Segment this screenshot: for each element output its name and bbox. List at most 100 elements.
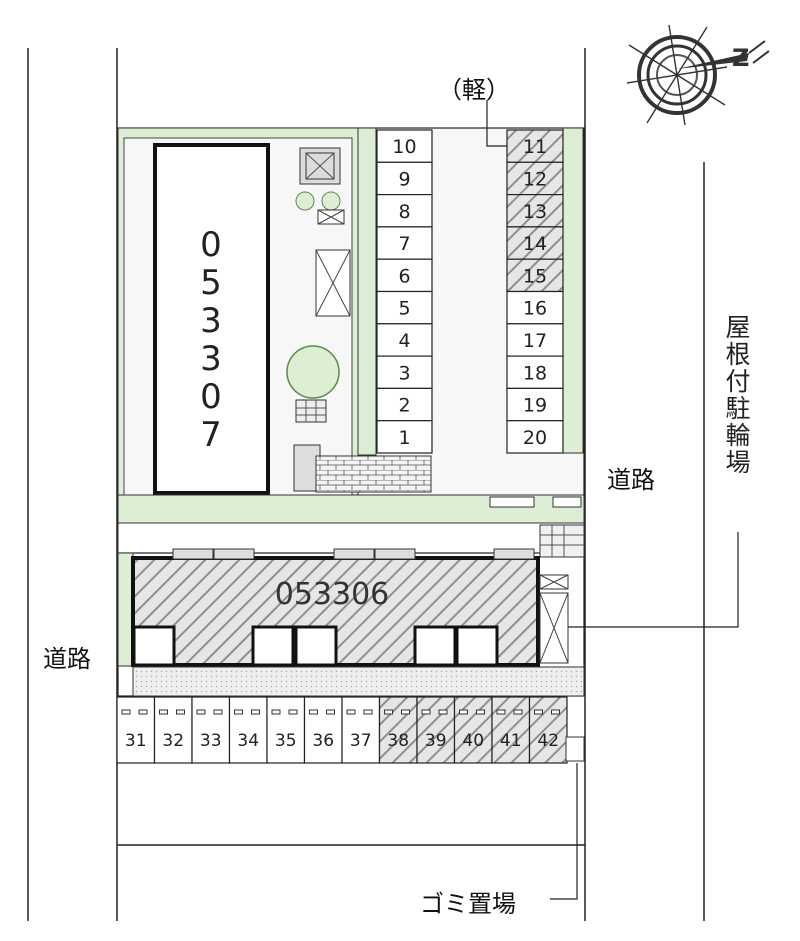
- parking-space-32: [153, 696, 193, 764]
- parking-row-bottom: 31 32 33 34 35 36 37 38 39 40 41 42: [116, 696, 568, 764]
- parking-number-42: 42: [537, 731, 559, 751]
- parking-column-left: 10 9 8 7 6 5 4 3 2 1: [376, 129, 433, 454]
- wheel-stop: [438, 709, 448, 715]
- parking-number-36: 36: [312, 731, 334, 751]
- parking-space-15: [506, 258, 564, 293]
- parking-space-42: [528, 696, 568, 764]
- wheel-stop: [234, 709, 243, 715]
- parking-number-11: 11: [523, 136, 547, 158]
- parking-space-5: [376, 290, 433, 325]
- parking-number-3: 3: [398, 362, 410, 384]
- wheel-stop: [346, 709, 356, 715]
- parking-number-13: 13: [523, 201, 547, 223]
- parking-number-19: 19: [523, 395, 547, 417]
- parking-number-39: 39: [425, 731, 447, 751]
- parking-number-10: 10: [392, 136, 416, 158]
- parking-space-38: [378, 696, 418, 764]
- parking-number-14: 14: [523, 233, 547, 255]
- label-road-left: 道路: [43, 645, 91, 673]
- parking-space-40: [453, 696, 493, 764]
- parking-number-38: 38: [387, 731, 409, 751]
- parking-number-41: 41: [500, 731, 522, 751]
- wheel-stop: [288, 709, 298, 715]
- label-road-right: 道路: [607, 466, 655, 494]
- parking-number-17: 17: [523, 330, 547, 352]
- parking-number-4: 4: [398, 330, 410, 352]
- wheel-stop: [513, 709, 523, 715]
- parking-space-41: [491, 696, 531, 764]
- parking-number-40: 40: [462, 731, 484, 751]
- wheel-stop: [534, 709, 543, 715]
- parking-space-9: [376, 161, 433, 196]
- parking-space-20: [506, 420, 564, 454]
- parking-space-3: [376, 355, 433, 390]
- parking-space-7: [376, 226, 433, 260]
- parking-number-16: 16: [523, 298, 547, 320]
- wheel-stop: [159, 709, 168, 715]
- parking-space-11: [506, 129, 564, 163]
- compass-icon: [626, 24, 770, 126]
- parking-number-12: 12: [523, 168, 547, 190]
- parking-space-1: [376, 420, 433, 454]
- wheel-stop: [271, 709, 281, 715]
- parking-space-4: [376, 323, 433, 357]
- compass-north-label: Z: [732, 44, 749, 72]
- parking-number-31: 31: [125, 731, 147, 751]
- wheel-stop: [121, 709, 131, 715]
- wheel-stop: [213, 709, 223, 715]
- parking-space-37: [341, 696, 381, 764]
- parking-number-20: 20: [523, 427, 547, 449]
- wheel-stop: [459, 709, 468, 715]
- wheel-stop: [326, 709, 335, 715]
- wheel-stop: [196, 709, 206, 715]
- parking-number-35: 35: [275, 731, 297, 751]
- parking-space-33: [191, 696, 231, 764]
- parking-number-6: 6: [398, 265, 410, 287]
- parking-space-10: [376, 129, 433, 163]
- parking-number-34: 34: [237, 731, 259, 751]
- wheel-stop: [551, 709, 560, 715]
- parking-column-right: 11 12 13 14 15 16 17 18 19 20: [506, 129, 564, 454]
- parking-space-31: [116, 696, 156, 764]
- parking-space-35: [266, 696, 306, 764]
- label-kei: （軽）: [438, 76, 510, 104]
- label-roofed-bicycle-parking: 屋根付駐輪場: [722, 314, 751, 476]
- parking-number-9: 9: [398, 168, 410, 190]
- parking-space-18: [506, 355, 564, 390]
- wheel-stop: [363, 709, 373, 715]
- parking-number-37: 37: [350, 731, 372, 751]
- wheel-stop: [496, 709, 506, 715]
- parking-number-1: 1: [398, 427, 410, 449]
- wheel-stop: [176, 709, 185, 715]
- parking-number-8: 8: [398, 201, 410, 223]
- parking-space-8: [376, 194, 433, 228]
- parking-number-5: 5: [398, 298, 410, 320]
- parking-space-19: [506, 387, 564, 422]
- parking-space-34: [228, 696, 268, 764]
- parking-number-18: 18: [523, 362, 547, 384]
- parking-space-2: [376, 387, 433, 422]
- label-garbage: ゴミ置場: [420, 890, 516, 918]
- parking-number-32: 32: [162, 731, 184, 751]
- parking-number-15: 15: [523, 265, 547, 287]
- parking-number-33: 33: [200, 731, 222, 751]
- wheel-stop: [401, 709, 410, 715]
- building-label-053306: 053306: [275, 577, 390, 612]
- wheel-stop: [138, 709, 148, 715]
- wheel-stop: [251, 709, 260, 715]
- building-053307: [153, 143, 270, 495]
- wheel-stop: [421, 709, 431, 715]
- wheel-stop: [384, 709, 393, 715]
- parking-space-36: [303, 696, 343, 764]
- parking-space-39: [416, 696, 456, 764]
- parking-number-7: 7: [398, 233, 410, 255]
- wheel-stop: [309, 709, 318, 715]
- wheel-stop: [476, 709, 485, 715]
- parking-space-14: [506, 226, 564, 260]
- parking-space-16: [506, 290, 564, 325]
- garbage-box: [565, 736, 585, 762]
- parking-space-17: [506, 323, 564, 357]
- parking-number-2: 2: [398, 395, 410, 417]
